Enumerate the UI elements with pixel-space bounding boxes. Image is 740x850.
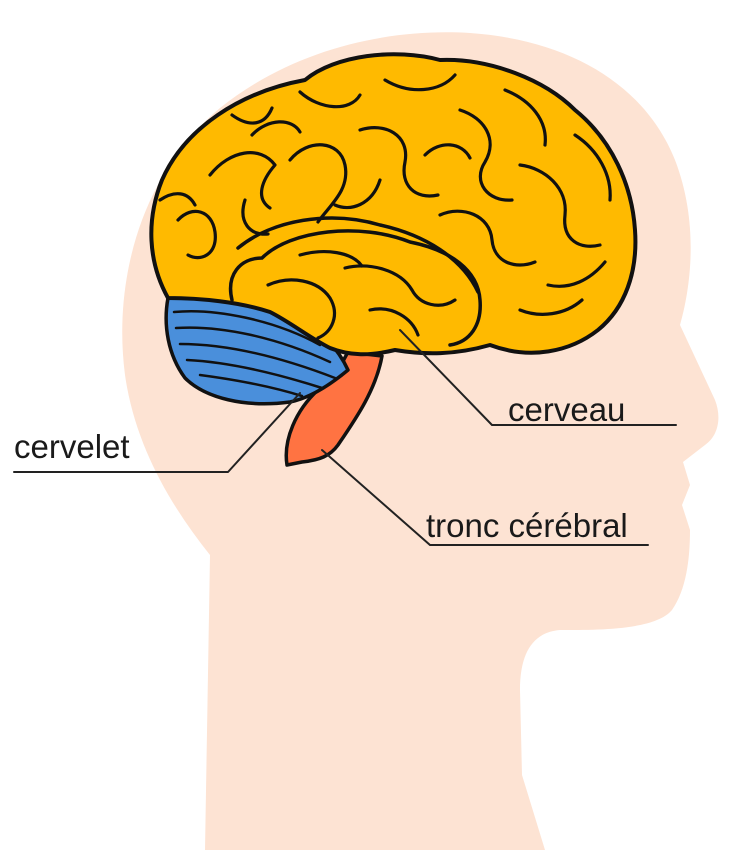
leader-line-cerveau [399,329,677,426]
leader-line-cervelet [13,392,301,473]
label-tronc-cerebral: tronc cérébral [426,507,628,544]
label-cervelet: cervelet [14,428,130,465]
leader-line-tronc [321,449,649,546]
cerebrum [149,52,638,357]
label-cerveau: cerveau [508,391,626,428]
